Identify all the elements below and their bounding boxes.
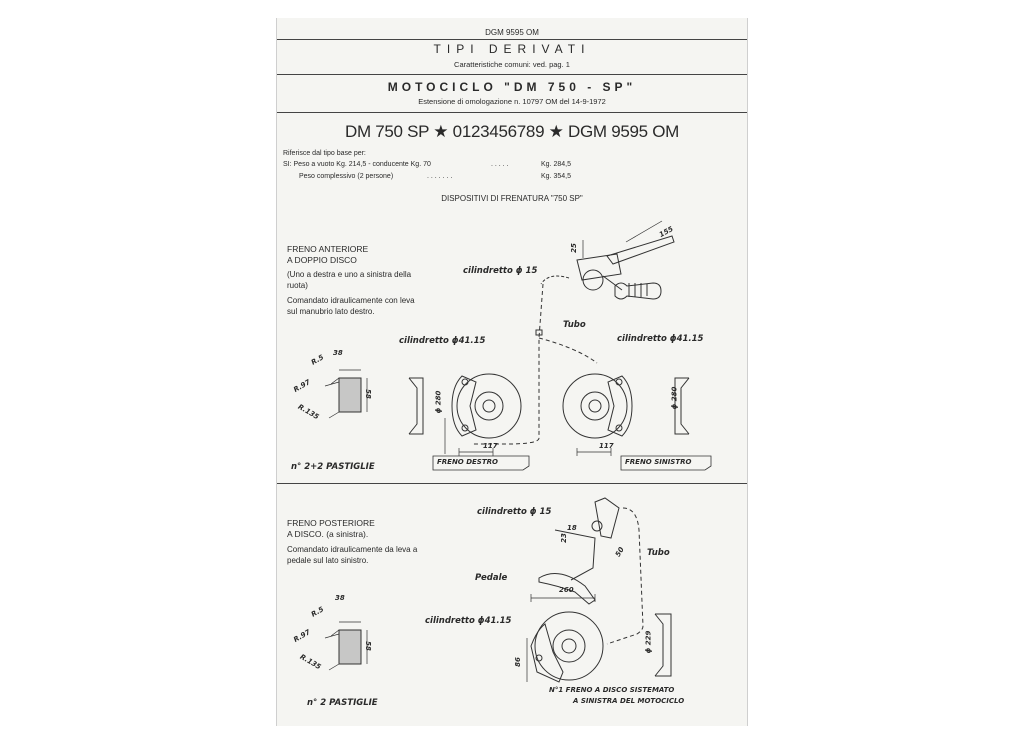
leader-dots: . . . . . [491,161,509,168]
front-brake-note: (Uno a destra e uno a sinistra della ruo… [287,270,412,290]
front-right-brake-label: FRENO DESTRO [437,458,498,466]
brake-drawings [324,220,712,683]
section-title: DISPOSITIVI DI FRENATURA "750 SP" [441,194,583,203]
base-reference: Riferisce dal tipo base per: [283,150,366,157]
front-brake-command: Comandato idraulicamente con leva sul ma… [287,296,415,316]
dim-58: 58 [363,641,372,651]
divider [277,112,747,113]
identity-line: DM 750 SP ★ 0123456789 ★ DGM 9595 OM [344,122,680,141]
front-lever-drawing [540,220,675,300]
dim-229: ϕ 229 [644,630,653,654]
rear-master-cylinder-label: cilindretto ϕ 15 [477,507,552,517]
divider [277,74,747,75]
dim-86: 86 [513,657,522,667]
front-brake-title: FRENO ANTERIORE [287,244,369,254]
model-title: MOTOCICLO "DM 750 - SP" [387,80,637,94]
rear-brake-subtitle: A DISCO. (a sinistra). [287,529,369,539]
rear-brake-note: N°1 FRENO A DISCO SISTEMATO [549,686,675,694]
weight-row-label: Peso complessivo (2 persone) [299,173,394,180]
rear-tube-label: Tubo [647,548,670,558]
dim-260: 260 [559,586,574,594]
rear-pads-label: n° 2 PASTIGLIE [307,698,378,708]
front-left-caliper-label: cilindretto ϕ41.15 [617,334,704,344]
front-pad-drawing [324,369,368,419]
front-right-caliper-label: cilindretto ϕ41.15 [399,336,486,346]
front-pads-label: n° 2+2 PASTIGLIE [291,462,375,472]
dim-117-right: 117 [599,442,614,450]
dim-117-left: 117 [483,442,498,450]
dim-18: 18 [567,524,577,532]
disc-profile-right [674,377,690,435]
disc-profile-left [408,377,424,435]
section-divider [277,483,747,484]
weight-row-value: Kg. 354,5 [541,173,571,180]
rear-disc-profile [654,613,672,677]
tube-junction [535,329,543,336]
tipi-title: TIPI DERIVATI [433,42,591,56]
front-tube-label: Tubo [563,320,586,330]
front-left-brake-label: FRENO SINISTRO [625,458,692,466]
rear-brake-note: A SINISTRA DEL MOTOCICLO [573,697,685,705]
front-brake-subtitle: A DOPPIO DISCO [287,255,357,265]
weight-row-label: SI: Peso a vuoto Kg. 214,5 - conducente … [283,161,431,168]
label-box-dx [432,455,530,471]
front-tube-line [538,337,598,364]
rear-pad-drawing [324,621,368,671]
dim-38: 38 [335,594,345,602]
dim-23: 23 [559,533,568,543]
rear-brake-title: FRENO POSTERIORE [287,518,375,528]
rear-tube-line [606,507,644,645]
dim-280-right: ϕ 280 [670,386,679,410]
rear-master-drawing [538,497,620,605]
divider [277,39,747,40]
label-box-sx [620,455,712,471]
rear-brake-drawing [526,611,604,683]
weight-row-value: Kg. 284,5 [541,161,571,168]
dim-38: 38 [333,349,343,357]
document-code: DGM 9595 OM [485,28,539,37]
front-master-cylinder-label: cilindretto ϕ 15 [463,266,538,276]
rear-brake-command: Comandato idraulicamente da leva a pedal… [287,545,418,565]
dim-58: 58 [363,389,372,399]
tipi-subtitle: Caratteristiche comuni: ved. pag. 1 [454,60,570,69]
leader-dots: . . . . . . . [427,173,453,180]
rear-caliper-label: cilindretto ϕ41.15 [425,616,512,626]
dim-25: 25 [569,243,578,253]
pedal-label: Pedale [475,573,508,583]
front-tube-line [472,283,544,445]
document-page: DGM 9595 OM TIPI DERIVATI Caratteristich… [276,18,748,726]
dim-280-left: ϕ 280 [434,390,443,414]
model-subtitle: Estensione di omologazione n. 10797 OM d… [418,97,606,106]
front-right-brake-drawing [444,373,522,454]
front-left-brake-drawing [562,373,633,439]
